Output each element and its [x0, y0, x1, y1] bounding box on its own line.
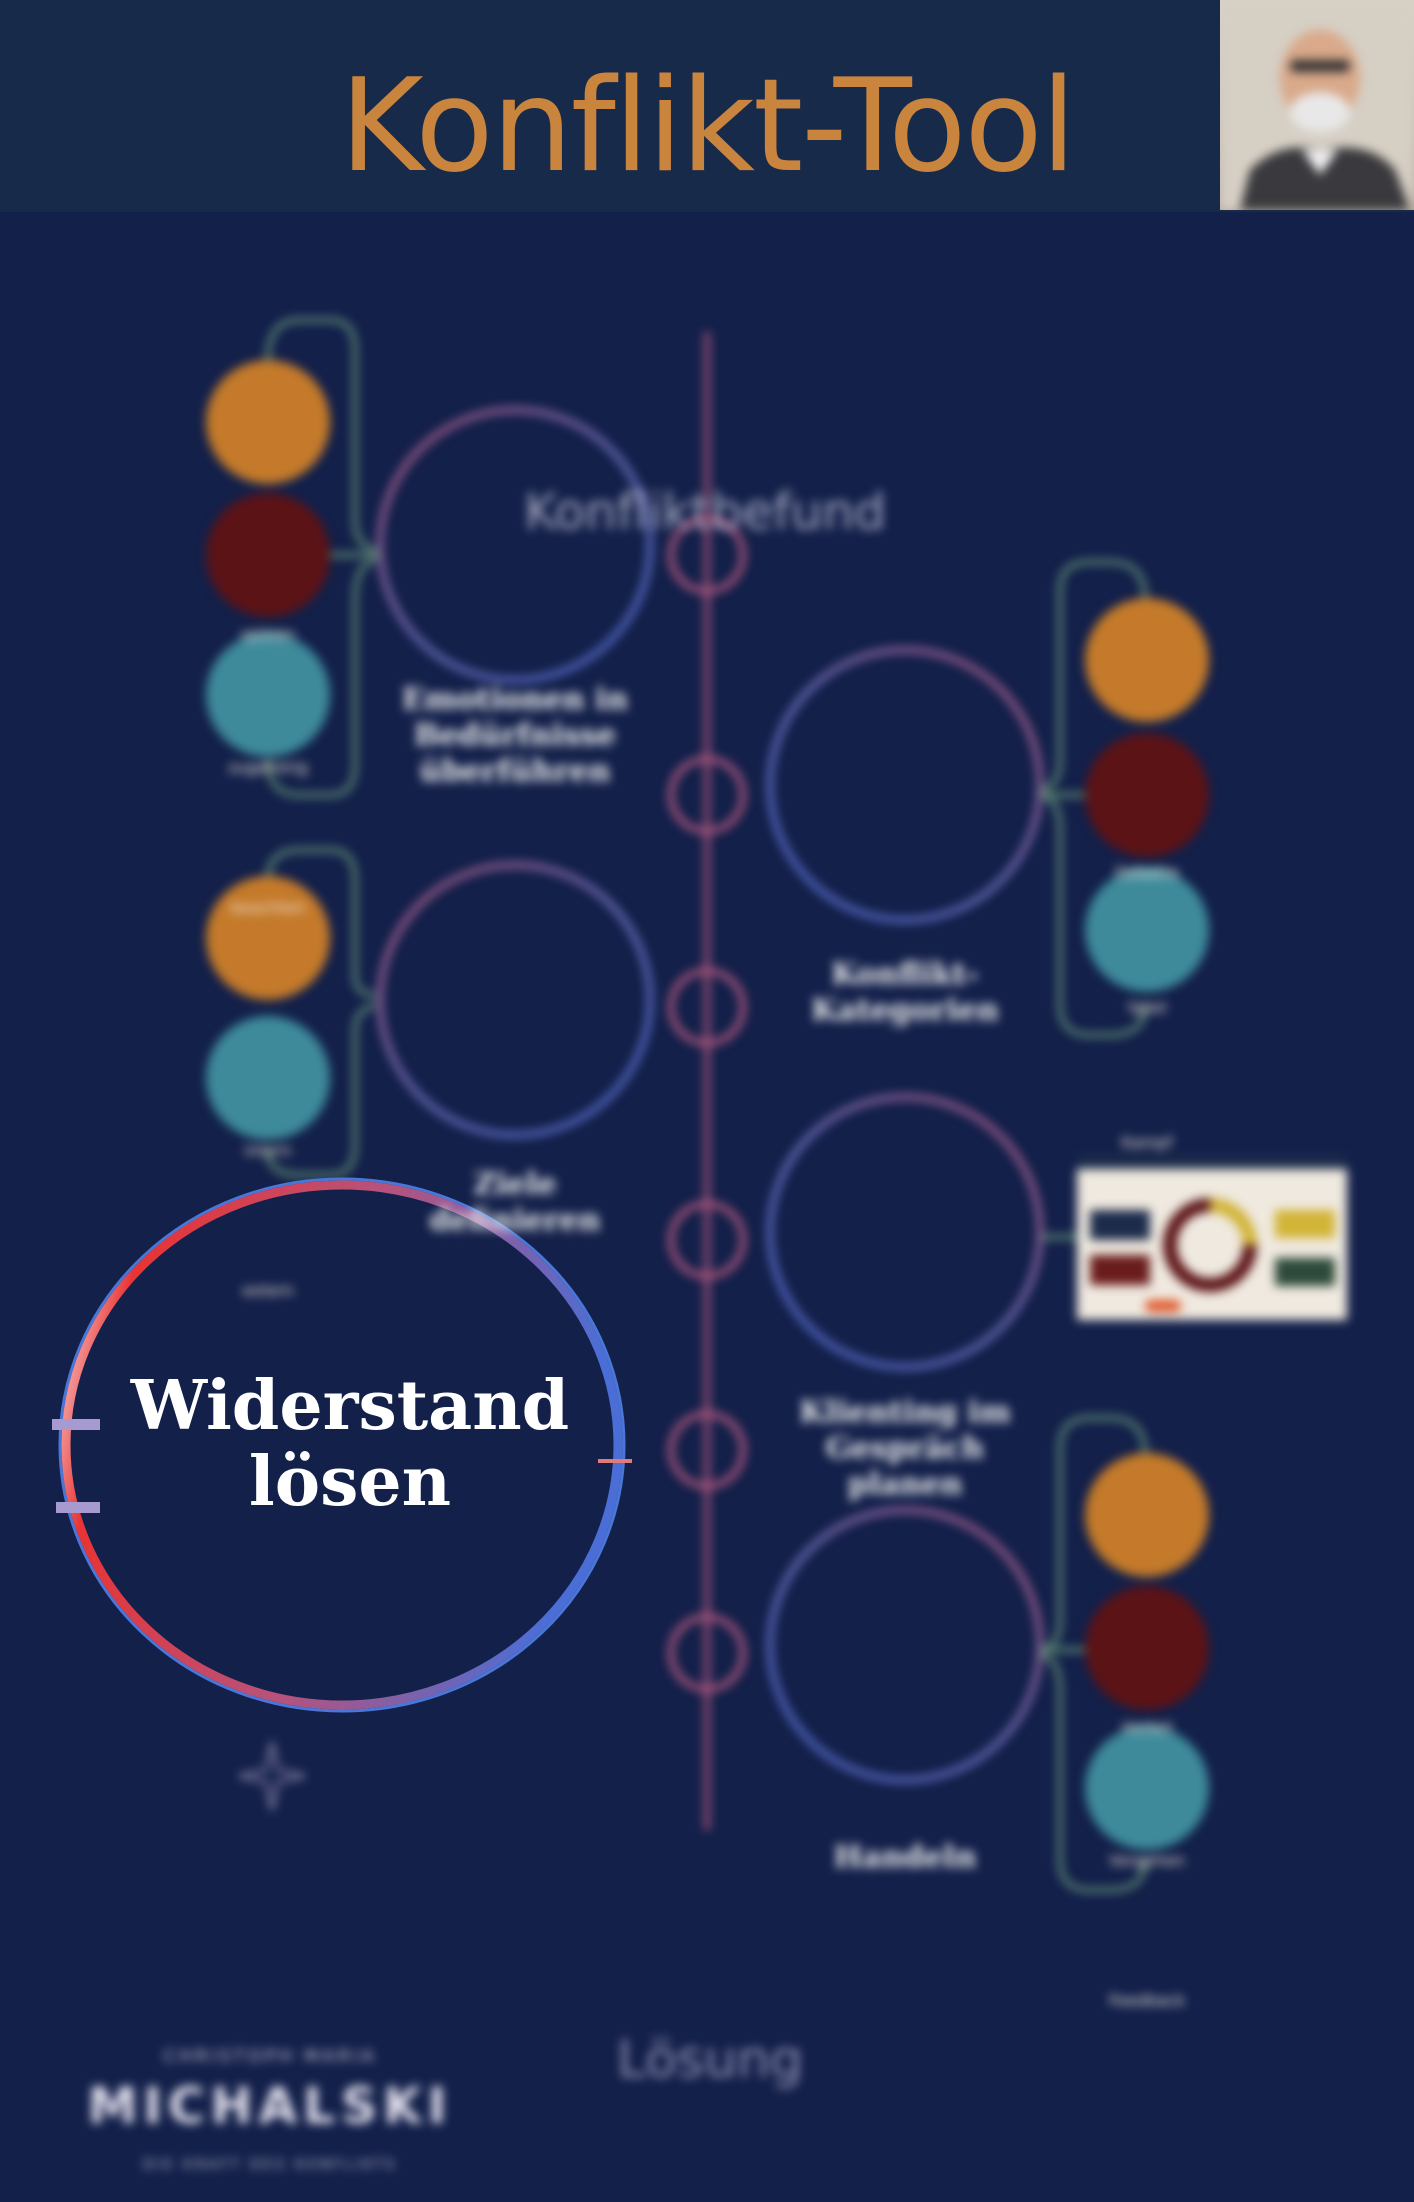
- node-circle: [206, 876, 330, 1000]
- timeline-marker: [668, 1411, 746, 1489]
- node-circle: [1085, 1726, 1209, 1850]
- node-label: beachten: [230, 897, 306, 917]
- timeline-marker: [668, 516, 746, 594]
- step-label: Konflikt-Kategorien: [811, 957, 999, 1028]
- node-circle: [1085, 1453, 1209, 1577]
- node-label: Kampf: [1121, 1132, 1173, 1152]
- step-ring-kategorien: [767, 647, 1043, 923]
- page-title: Konflikt-Tool: [339, 52, 1077, 201]
- focus-tick: [598, 1459, 632, 1463]
- step-ring-gespraech: [767, 1094, 1043, 1370]
- presenter-figure: [1220, 0, 1414, 210]
- node-label: Vorgehen: [1109, 1850, 1185, 1870]
- step-ring-emotionen: [377, 407, 653, 683]
- node-label: Vorteil: [1121, 1717, 1173, 1737]
- node-circle: [206, 360, 330, 484]
- node-circle: [1085, 733, 1209, 857]
- node-label: extern: [242, 1280, 294, 1300]
- step-label: Emotionen in Bedürfnisse überführen: [401, 682, 629, 789]
- node-circle: [206, 1016, 330, 1140]
- node-circle: [1085, 868, 1209, 992]
- header-bar: Konflikt-Tool: [0, 0, 1414, 212]
- focus-ring-outline: [58, 1177, 626, 1713]
- node-label: intern: [244, 1140, 292, 1160]
- node-circle: [206, 493, 330, 617]
- node-circle: [206, 633, 330, 757]
- timeline-marker: [668, 968, 746, 1046]
- focus-tick: [56, 1502, 100, 1513]
- step-label: Klienting im Gespräch planen: [799, 1395, 1011, 1502]
- logo-name: MICHALSKI: [87, 2077, 453, 2135]
- top-label: Konfliktbefund: [524, 483, 886, 541]
- presenter-photo: [1220, 0, 1414, 210]
- logo-tagline: DIE KRAFT DES KONFLIKTS: [142, 2157, 398, 2173]
- timeline-marker: [668, 1614, 746, 1692]
- node-label: Spiel: [1127, 997, 1167, 1017]
- focus-tick: [52, 1419, 100, 1430]
- node-circle: [1085, 1586, 1209, 1710]
- node-label: Feedback: [1108, 1990, 1186, 2010]
- bottom-label: Lösung: [617, 2030, 803, 2090]
- logo-prename: CHRISTOPH MARIA: [163, 2046, 377, 2067]
- node-circle: [1085, 598, 1209, 722]
- step-ring-ziele: [377, 862, 653, 1138]
- node-label: zugehörig: [228, 757, 308, 777]
- slide-thumbnail: [1077, 1155, 1347, 1320]
- step-ring-handeln: [767, 1507, 1043, 1783]
- node-label: Debatte: [1114, 862, 1180, 882]
- conflict-diagram: Konfliktbefund Emotionen in Bedürfnisse …: [0, 212, 1414, 2173]
- focus-ring: [61, 1180, 623, 1710]
- step-label: Handeln: [833, 1840, 977, 1875]
- diagram-graphics: [52, 317, 1347, 1893]
- timeline-marker: [668, 756, 746, 834]
- timeline-marker: [668, 1201, 746, 1279]
- node-label: spüren: [240, 624, 296, 644]
- step-label: Ziele definieren: [429, 1167, 601, 1238]
- brand-logo: CHRISTOPH MARIA MICHALSKI DIE KRAFT DES …: [60, 1942, 480, 2202]
